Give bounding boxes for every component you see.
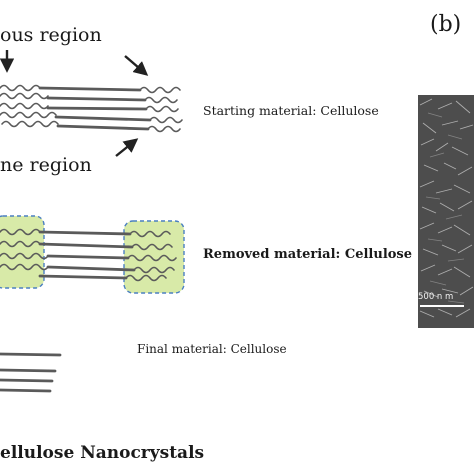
amorphous-wave [0,252,49,260]
crystalline-rod [0,368,57,373]
crystalline-rod [0,388,52,393]
amorphous-wave [139,86,181,94]
removed-material-label: Removed material: Cellulose [203,247,413,262]
removed-fiber-bundle [0,228,177,282]
crystalline-rod [38,242,134,249]
amorphous-wave [0,84,41,92]
starting-material-label: Starting material: Cellulose [203,103,379,118]
amorphous-wave [129,230,171,238]
crystalline-rod [38,230,132,236]
nanocrystals-title: ellulose Nanocrystals [0,443,205,463]
crystalline-rod [38,274,128,280]
starting-fiber-bundle [0,84,183,133]
crystalline-rod [46,254,130,260]
crystalline-rod [46,96,147,102]
crystalline-rod [54,115,152,122]
amorphous-wave [127,254,177,262]
amorphous-wave [0,240,41,248]
crystalline-region-label: ne region [0,154,92,176]
amorphous-wave [1,120,59,128]
removed-region-left [0,215,45,289]
amorphous-wave [145,105,179,113]
crystalline-rod [46,106,148,111]
amorphous-wave [147,125,181,133]
arrow-diagonal-up-icon [115,138,139,157]
amorphous-wave [0,102,49,110]
amorphous-wave [144,96,178,104]
amorphous-wave [125,274,167,282]
panel-b-label: (b) [430,12,462,37]
amorphous-wave [0,263,49,271]
crystalline-rod [0,378,54,383]
amorphous-wave [131,243,173,251]
amorphous-wave [133,266,175,274]
amorphous-wave [0,228,41,236]
arrow-diagonal-down-icon [124,55,149,76]
crystalline-rod [0,352,62,357]
scale-bar [420,305,464,307]
amorphous-wave [0,111,57,119]
amorphous-wave [149,116,183,124]
scale-bar-label: 500 n m [418,292,454,302]
amorphous-region-label: ous region [0,24,102,46]
sem-micrograph-texture [418,95,474,328]
crystalline-rod [38,86,142,92]
nanocrystal-rods [0,352,62,393]
final-material-label: Final material: Cellulose [137,342,287,356]
sem-micrograph [418,95,474,328]
removed-region-right [123,220,185,294]
amorphous-wave [0,92,49,100]
crystalline-rod [56,124,150,131]
crystalline-rod [46,265,136,272]
